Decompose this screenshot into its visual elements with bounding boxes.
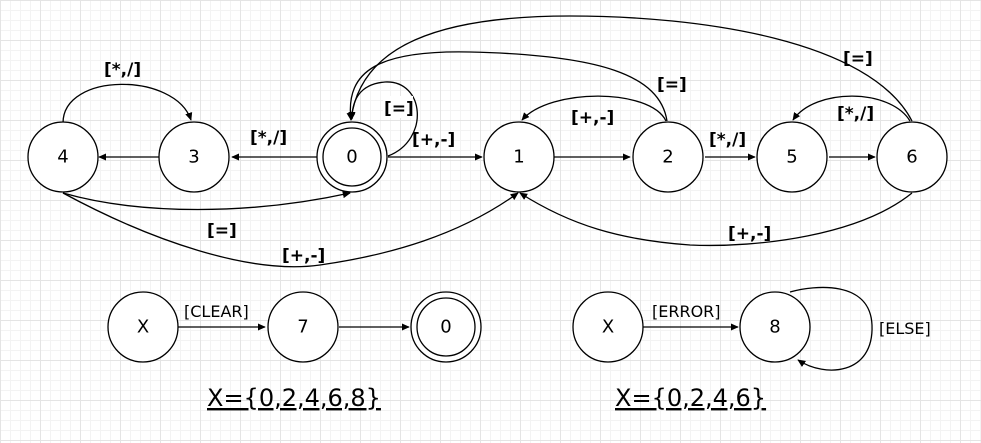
error-start-node: X: [572, 291, 644, 363]
error-self-loop-label: [ELSE]: [879, 319, 931, 338]
edge-label-6-to-1: [+,-]: [728, 224, 771, 244]
edge-label-4-to-1: [+,-]: [282, 246, 325, 266]
state-node-5: 5: [756, 121, 828, 193]
state-label-5: 5: [786, 147, 797, 168]
edge-label-0-self-loop: [=]: [384, 99, 414, 119]
state-node-7: 7: [267, 291, 339, 363]
edge-4-to-1: [62, 192, 519, 268]
state-node-4: 4: [27, 121, 99, 193]
state-node-2: 2: [632, 121, 704, 193]
error-start-label: X: [602, 317, 614, 338]
edge-4-to-3: [62, 83, 193, 124]
main-diagram-nodes: 4 3 0 1 2 5 6: [27, 121, 948, 193]
edge-label-4-to-3: [*,/]: [104, 60, 141, 80]
state-label-6: 6: [906, 147, 917, 168]
main-diagram-edges: [62, 15, 913, 268]
clear-end-node-0-accepting: 0: [410, 291, 482, 363]
state-node-1: 1: [483, 121, 555, 193]
edge-label-4-to-0: [=]: [207, 221, 237, 241]
edge-6-to-5: [792, 95, 911, 122]
state-node-8: 8: [739, 291, 811, 363]
clear-edge-label: [CLEAR]: [184, 302, 249, 321]
edge-2-to-1: [521, 95, 667, 122]
clear-caption: X={0,2,4,6,8}: [207, 384, 381, 412]
state-node-0-accepting: 0: [316, 121, 388, 193]
clear-diagram: [CLEAR] X 7 0 X={0,2,4,6,8}: [107, 291, 482, 412]
edge-label-bg: [383, 96, 413, 118]
main-diagram-edge-labels: [*,/] [*,/] [=] [+,-] [+,-] [=] [=] [*,/…: [104, 49, 874, 266]
clear-start-label: X: [137, 317, 149, 338]
edge-label-2-to-5: [*,/]: [709, 130, 746, 150]
state-label-1: 1: [513, 147, 524, 168]
edge-label-0-to-3: [*,/]: [250, 128, 287, 148]
state-node-6: 6: [876, 121, 948, 193]
edge-6-to-0: [348, 15, 913, 122]
state-label-4: 4: [57, 147, 68, 168]
state-label-2: 2: [662, 147, 673, 168]
edge-2-to-0: [346, 51, 668, 122]
edge-4-to-0: [62, 191, 351, 211]
error-caption: X={0,2,4,6}: [615, 384, 766, 412]
state-node-3: 3: [158, 121, 230, 193]
edge-label-0-to-1: [+,-]: [412, 130, 455, 150]
edge-6-to-1: [519, 192, 913, 247]
clear-start-node: X: [107, 291, 179, 363]
edge-label-6-to-5: [*,/]: [837, 104, 874, 124]
edge-label-6-to-0: [=]: [843, 49, 873, 69]
state-label-8: 8: [769, 317, 780, 338]
state-label-3: 3: [188, 147, 199, 168]
edge-label-2-to-1: [+,-]: [571, 108, 614, 128]
error-edge-label: [ERROR]: [652, 302, 721, 321]
state-label-0: 0: [346, 147, 357, 168]
edge-label-2-to-0: [=]: [657, 75, 687, 95]
clear-end-label: 0: [440, 317, 451, 338]
edge-8-self-loop: [789, 286, 873, 371]
state-label-7: 7: [297, 317, 308, 338]
error-diagram: [ERROR] [ELSE] X 8 X={0,2,4,6}: [572, 286, 931, 412]
